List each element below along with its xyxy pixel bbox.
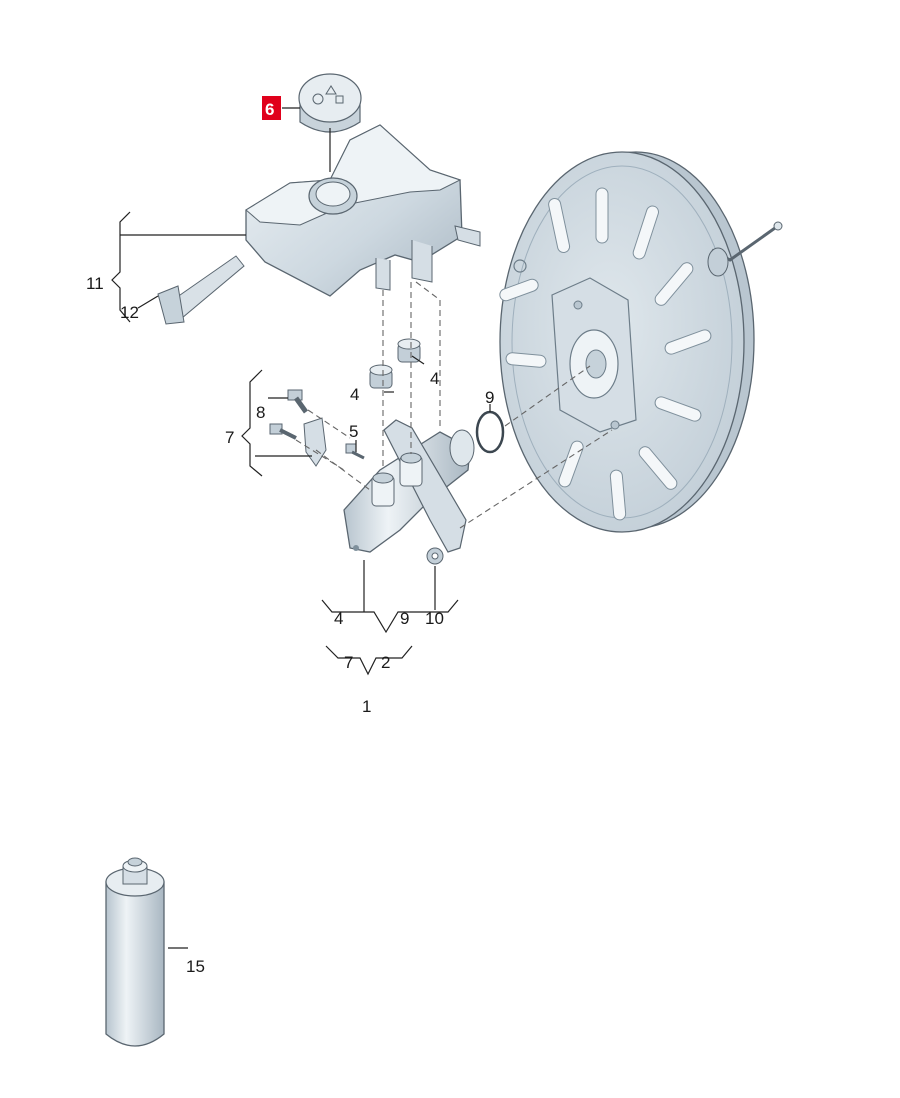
bracket-7 xyxy=(269,417,327,467)
nut-10 xyxy=(426,547,444,565)
leader-lines xyxy=(111,107,491,949)
brake-booster xyxy=(499,151,783,533)
brake-fluid-bottle xyxy=(105,857,165,1047)
callout-2-label[interactable]: 2 xyxy=(381,653,390,672)
booster-ribs xyxy=(499,187,712,521)
callout-7-label[interactable]: 7 xyxy=(225,428,234,447)
bolt-5 xyxy=(345,443,365,460)
reservoir xyxy=(245,124,481,297)
callout-7-label-bottom[interactable]: 7 xyxy=(344,653,353,672)
pushrod xyxy=(707,221,783,277)
grommet-left xyxy=(369,364,393,389)
callout-12-label[interactable]: 12 xyxy=(120,303,139,322)
level-sensor xyxy=(157,255,245,325)
reservoir-cap xyxy=(298,73,362,133)
callout-6-label[interactable]: 6 xyxy=(265,100,274,119)
callout-4-label-left[interactable]: 4 xyxy=(350,385,359,404)
oring xyxy=(475,410,505,454)
callout-5-label[interactable]: 5 xyxy=(349,422,358,441)
callout-1-label[interactable]: 1 xyxy=(362,697,371,716)
callout-9-label-bottom[interactable]: 9 xyxy=(400,609,409,628)
callout-10-label[interactable]: 10 xyxy=(425,609,444,628)
callout-4-label-right[interactable]: 4 xyxy=(430,369,439,388)
screw-8 xyxy=(287,389,309,414)
master-cylinder xyxy=(343,419,475,553)
callout-11-label[interactable]: 11 xyxy=(86,274,104,293)
callout-9-label[interactable]: 9 xyxy=(485,388,494,407)
callout-8-label[interactable]: 8 xyxy=(256,403,265,422)
assembly-lines xyxy=(295,281,613,529)
callout-15-label[interactable]: 15 xyxy=(186,957,205,976)
callout-4-label-bottom[interactable]: 4 xyxy=(334,609,343,628)
highlight-box xyxy=(262,96,281,120)
